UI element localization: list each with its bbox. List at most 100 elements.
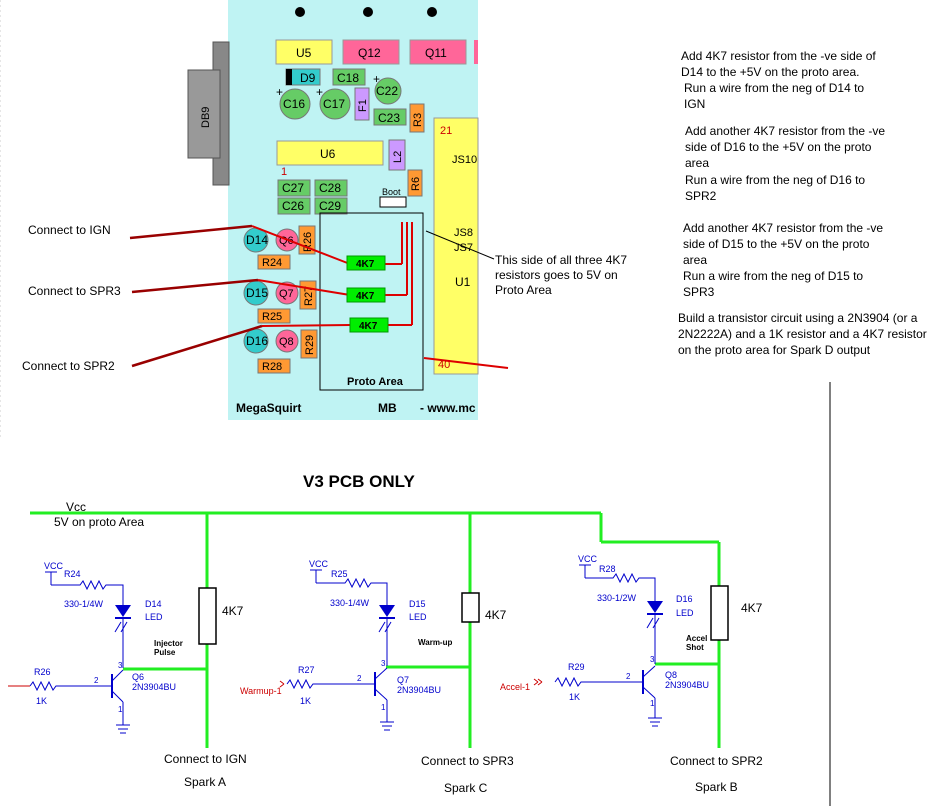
a-r-top-val: 330-1/4W <box>64 599 104 609</box>
proto-area-label: Proto Area <box>347 376 404 388</box>
pin40-label: 40 <box>438 359 450 371</box>
boot-label: Boot <box>382 187 401 197</box>
callout-5v: This side of all three 4K7 resistors goe… <box>495 253 628 297</box>
b-q: Q8 <box>665 670 677 680</box>
u6-label: U6 <box>320 147 336 161</box>
q11-label: Q11 <box>425 46 447 60</box>
u5-label: U5 <box>296 46 312 60</box>
f1-label: F1 <box>357 99 369 112</box>
u1-label: U1 <box>455 275 471 289</box>
c-pin-c: 3 <box>381 659 386 668</box>
instruction-3b: Run a wire from the neg of D15 to SPR3 <box>683 269 864 299</box>
c-r-top-val: 330-1/4W <box>330 598 370 608</box>
schematic-title: V3 PCB ONLY <box>303 472 415 491</box>
vcc-rail-sublabel: 5V on proto Area <box>54 515 145 529</box>
js8-label: JS8 <box>454 227 473 239</box>
c-led-type: LED <box>409 612 427 622</box>
a-led-type: LED <box>145 612 163 622</box>
c29-label: C29 <box>319 199 341 213</box>
b-func-2: Shot <box>686 643 704 652</box>
c-func-1: Warm-up <box>418 638 452 647</box>
b-spark: Spark B <box>695 780 738 794</box>
proto-area-box <box>319 212 424 391</box>
c-r-in: R27 <box>298 665 315 675</box>
b-pin-b: 2 <box>626 672 631 681</box>
b-pull: 4K7 <box>741 601 763 615</box>
c27-label: C27 <box>282 181 304 195</box>
c-r-in-val: 1K <box>300 696 311 706</box>
vcc-rail-label: Vcc <box>66 500 87 514</box>
d9-label: D9 <box>300 71 316 85</box>
external-wires <box>129 224 263 368</box>
js10-label: JS10 <box>452 154 477 166</box>
callout-spr2: Connect to SPR2 <box>22 359 115 373</box>
a-pull: 4K7 <box>222 604 244 618</box>
q7-label: Q7 <box>279 288 294 300</box>
a-pin-e: 1 <box>118 705 123 714</box>
r6-label: R6 <box>410 177 422 191</box>
r3-label: R3 <box>412 113 424 127</box>
r28-label: R28 <box>262 361 282 373</box>
u6-pin1-label: 1 <box>281 166 287 178</box>
instruction-3: Add another 4K7 resistor from the -ve si… <box>683 221 884 267</box>
resistor-4k7-2 <box>346 287 386 303</box>
b-r-in-val: 1K <box>569 692 580 702</box>
res2-label: 4K7 <box>356 291 375 302</box>
c23-label: C23 <box>378 111 400 125</box>
footer-megasquirt: MegaSquirt <box>236 401 301 415</box>
d16-label: D16 <box>246 334 268 348</box>
q8-label: Q8 <box>279 336 294 348</box>
svg-text:+: + <box>373 72 380 86</box>
b-vcc: VCC <box>578 554 598 564</box>
red-wires <box>251 222 509 369</box>
a-vcc: VCC <box>44 561 64 571</box>
a-connect: Connect to IGN <box>164 752 247 766</box>
r24-label: R24 <box>262 257 282 269</box>
b-input: Accel-1 <box>500 682 530 692</box>
resistor-4k7-3 <box>349 317 389 333</box>
callout-spr3: Connect to SPR3 <box>28 284 121 298</box>
instruction-2b: Run a wire from the neg of D16 to SPR2 <box>685 173 866 203</box>
a-spark: Spark A <box>184 775 226 789</box>
c-r-top: R25 <box>331 569 348 579</box>
b-r-top: R28 <box>599 564 616 574</box>
r29-label: R29 <box>304 335 316 355</box>
c-pin-e: 1 <box>381 703 386 712</box>
instruction-1b: Run a wire from the neg of D14 to IGN <box>684 81 865 111</box>
footer-url: - www.mc <box>420 401 476 415</box>
r27-label: R27 <box>303 286 315 306</box>
c-q-part: 2N3904BU <box>397 685 441 695</box>
c-pull: 4K7 <box>485 608 507 622</box>
c-pin-b: 2 <box>357 674 362 683</box>
res3-label: 4K7 <box>359 321 378 332</box>
b-pin-e: 1 <box>650 699 655 708</box>
c-q: Q7 <box>397 675 409 685</box>
c18-label: C18 <box>337 71 359 85</box>
q12-label: Q12 <box>358 46 381 60</box>
c22-label: C22 <box>376 84 398 98</box>
a-q-part: 2N3904BU <box>132 682 176 692</box>
instruction-2: Add another 4K7 resistor from the -ve si… <box>685 124 886 170</box>
mount-hole <box>427 7 437 17</box>
b-led: D16 <box>676 594 693 604</box>
svg-text:+: + <box>276 85 283 99</box>
callout-ign: Connect to IGN <box>28 223 111 237</box>
a-pin-c: 3 <box>118 661 123 670</box>
d15-label: D15 <box>246 286 268 300</box>
instruction-4: Build a transistor circuit using a 2N390… <box>678 311 927 357</box>
a-func-1: Injector <box>154 639 183 648</box>
a-r-in-val: 1K <box>36 696 47 706</box>
footer-mb: MB <box>378 401 397 415</box>
c-spark: Spark C <box>444 781 488 795</box>
circuit-a <box>8 571 217 734</box>
db9-label: DB9 <box>200 107 212 128</box>
l2-label: L2 <box>392 151 404 163</box>
a-func-2: Pulse <box>154 648 176 657</box>
b-led-type: LED <box>676 608 694 618</box>
svg-text:+: + <box>316 85 323 99</box>
d14-label: D14 <box>246 233 268 247</box>
res1-label: 4K7 <box>356 259 375 270</box>
circuit-b <box>533 564 729 727</box>
